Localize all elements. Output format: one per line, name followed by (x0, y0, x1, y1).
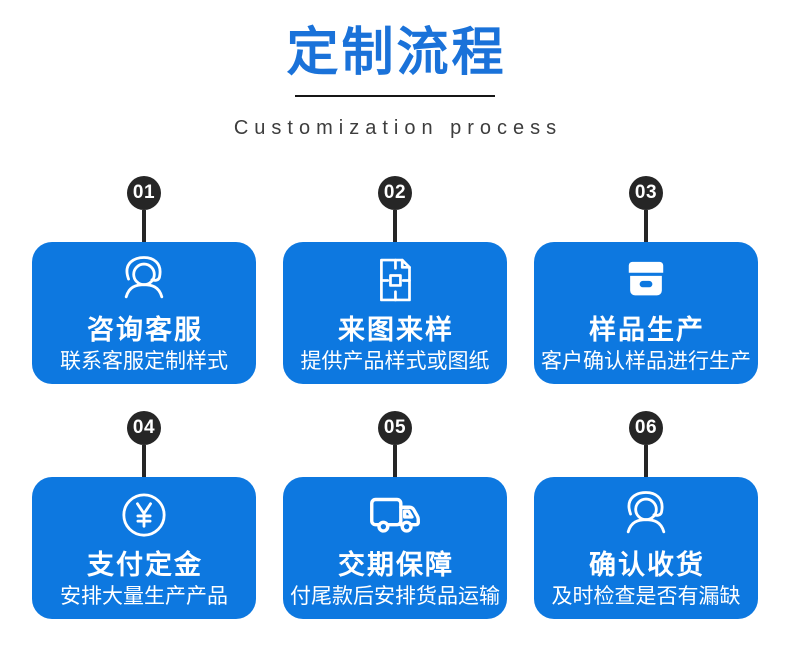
step-number-badge: 05 (378, 411, 412, 445)
step-description: 安排大量生产产品 (60, 585, 228, 608)
step-description: 付尾款后安排货品运输 (290, 585, 500, 608)
connector-line (393, 445, 397, 477)
step-title: 来图来样 (338, 315, 454, 345)
title-underline (295, 95, 495, 97)
step-description: 提供产品样式或图纸 (300, 350, 490, 373)
step-description: 客户确认样品进行生产 (541, 350, 751, 373)
step-title: 样品生产 (589, 315, 705, 345)
step-6: 06 确认收货 及时检查是否有漏缺 (534, 411, 758, 619)
headset-agent-icon (615, 485, 677, 545)
blueprint-document-icon (366, 250, 424, 310)
step-title: 支付定金 (87, 550, 203, 580)
step-title: 确认收货 (589, 550, 705, 580)
step-5: 05 交期保障 付尾款后安排货品运输 (283, 411, 507, 619)
step-4: 04 支付定金 安排大量生产产品 (32, 411, 256, 619)
connector-line (142, 445, 146, 477)
step-title: 交期保障 (338, 550, 454, 580)
step-card: 支付定金 安排大量生产产品 (32, 477, 256, 619)
step-number-badge: 03 (629, 176, 663, 210)
step-card: 交期保障 付尾款后安排货品运输 (283, 477, 507, 619)
delivery-truck-icon (362, 485, 428, 545)
step-description: 及时检查是否有漏缺 (551, 585, 741, 608)
step-3: 03 样品生产 客户确认样品进行生产 (534, 176, 758, 384)
step-title: 咨询客服 (87, 315, 203, 345)
yuan-coin-icon (114, 485, 174, 545)
step-card: 来图来样 提供产品样式或图纸 (283, 242, 507, 384)
step-card: 样品生产 客户确认样品进行生产 (534, 242, 758, 384)
page-header: 定制流程 Customization process (0, 0, 790, 140)
step-number-badge: 06 (629, 411, 663, 445)
headset-agent-icon (113, 250, 175, 310)
connector-line (644, 210, 648, 242)
step-number-badge: 04 (127, 411, 161, 445)
steps-grid: 01 咨询客服 联系客服定制样式 02 (0, 176, 790, 619)
connector-line (142, 210, 146, 242)
connector-line (644, 445, 648, 477)
step-card: 确认收货 及时检查是否有漏缺 (534, 477, 758, 619)
sample-box-icon (617, 250, 675, 310)
step-1: 01 咨询客服 联系客服定制样式 (32, 176, 256, 384)
step-number-badge: 01 (127, 176, 161, 210)
step-description: 联系客服定制样式 (60, 350, 228, 373)
step-2: 02 来图来样 提供产品样式或图纸 (283, 176, 507, 384)
step-card: 咨询客服 联系客服定制样式 (32, 242, 256, 384)
page-subtitle: Customization process (233, 117, 563, 139)
page-title: 定制流程 (286, 24, 507, 82)
step-number-badge: 02 (378, 176, 412, 210)
connector-line (393, 210, 397, 242)
